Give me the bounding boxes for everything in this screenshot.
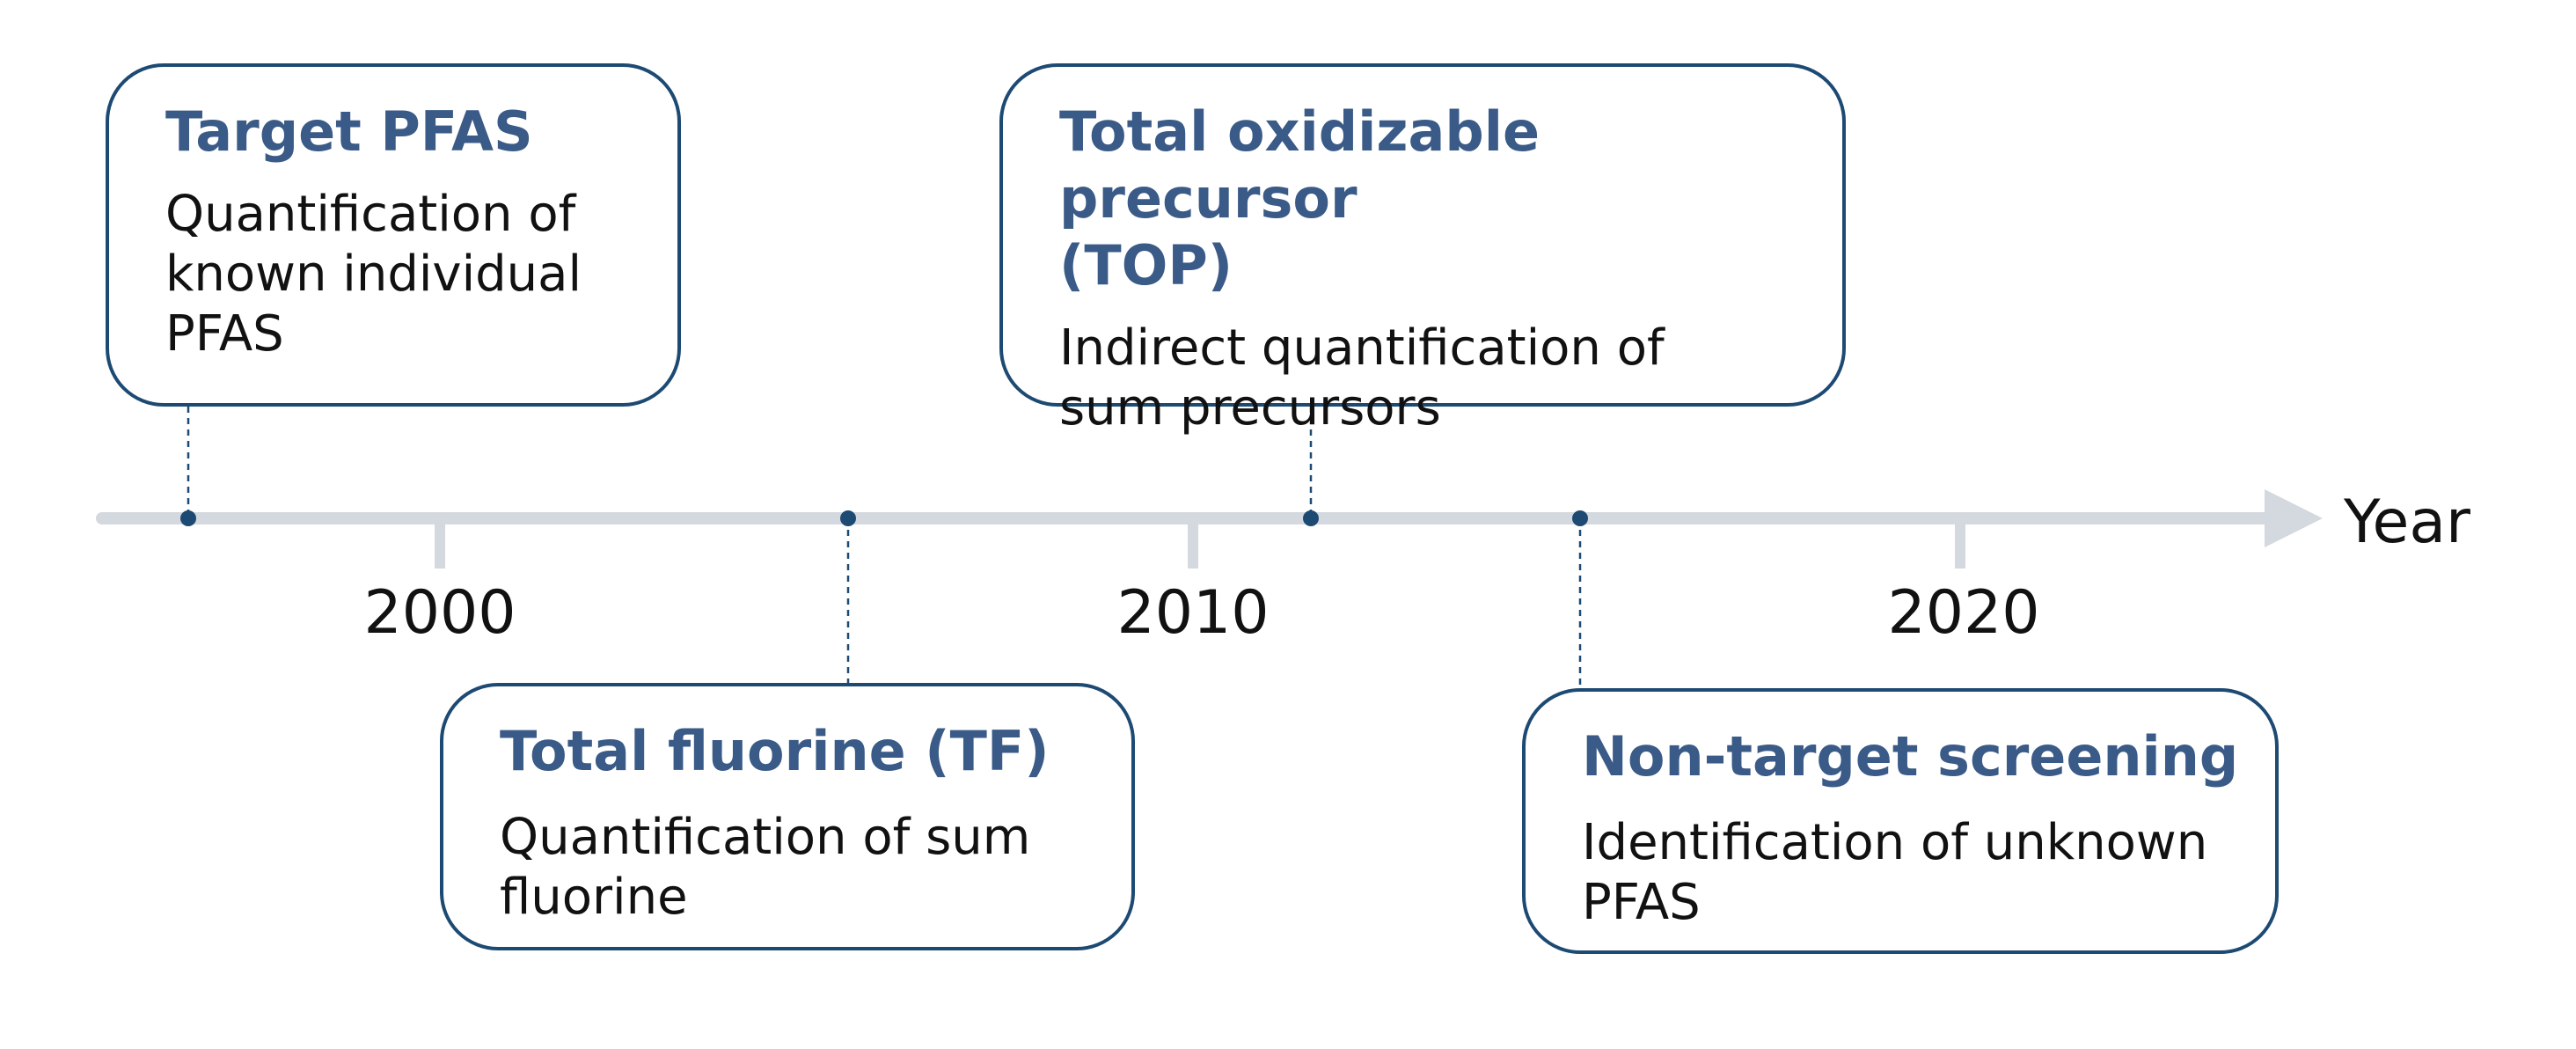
event-card-total-fluorine: Total fluorine (TF) Quantification of su… — [440, 683, 1135, 950]
event-title: Target PFAS — [165, 99, 533, 164]
marker-top — [1303, 510, 1319, 526]
marker-non-target-screening — [1572, 510, 1588, 526]
tick-label-2020: 2020 — [1887, 578, 2040, 648]
event-description: Indirect quantification of sum precursor… — [1059, 319, 1665, 436]
event-title: Total oxidizable precursor (TOP) — [1059, 99, 1540, 297]
marker-target-pfas — [180, 510, 196, 526]
event-title: Non-target screening — [1582, 724, 2239, 789]
event-card-target-pfas: Target PFAS Quantification of known indi… — [106, 63, 681, 407]
event-title: Total fluorine (TF) — [500, 719, 1050, 783]
tick-label-2000: 2000 — [363, 578, 516, 648]
event-card-non-target-screening: Non-target screening Identification of u… — [1522, 688, 2279, 954]
tick-label-2010: 2010 — [1116, 578, 1270, 648]
event-description: Quantification of known individual PFAS — [165, 186, 582, 363]
event-description: Quantification of sum fluorine — [500, 809, 1031, 926]
event-card-top: Total oxidizable precursor (TOP) Indirec… — [999, 63, 1846, 436]
marker-total-fluorine — [840, 510, 856, 526]
timeline-arrow-icon — [2265, 489, 2323, 547]
axis-label-year: Year — [2344, 488, 2470, 557]
event-description: Identification of unknown PFAS — [1582, 814, 2208, 931]
